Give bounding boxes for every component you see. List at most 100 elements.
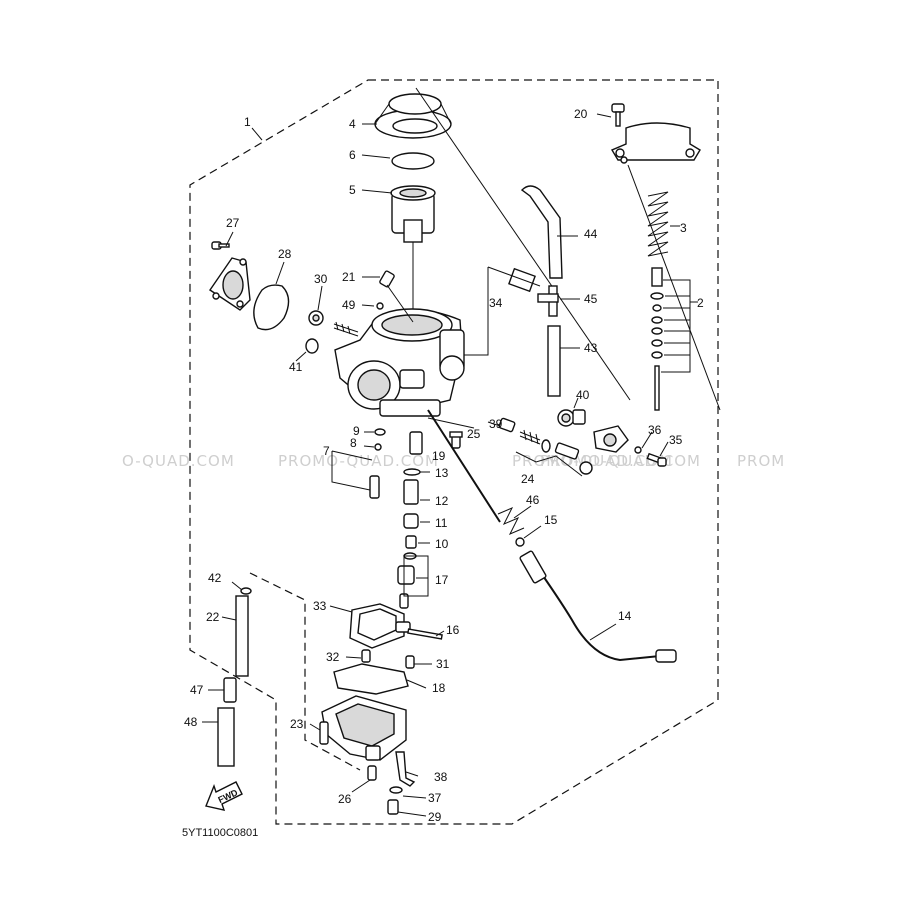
part-label-38: 38: [434, 770, 448, 784]
part-label-28: 28: [278, 247, 292, 261]
part-label-23: 23: [290, 717, 304, 731]
cover-36-part: [593, 425, 629, 453]
hose-22-part: [235, 595, 249, 677]
clip-38-part: [395, 751, 416, 787]
washer-15-part: [515, 537, 525, 547]
needle-part: [650, 267, 664, 411]
forward-arrow-icon: FWD: [205, 781, 243, 811]
float-33-part: [349, 603, 411, 649]
watermark-text-4: PROM: [737, 452, 785, 470]
part-label-36: 36: [648, 423, 662, 437]
part-label-34: 34: [489, 296, 503, 310]
screw-27-part: [211, 241, 230, 250]
cover-plate-part: [209, 257, 251, 311]
pilot-jet-25-part: [449, 431, 463, 449]
cap-41-part: [305, 338, 319, 354]
part-label-4: 4: [349, 117, 356, 131]
part-label-44: 44: [584, 227, 598, 241]
sub-assembly-boundary: [249, 572, 361, 771]
diagram-code: 5YT1100C0801: [182, 827, 258, 839]
screw-31-part: [405, 655, 415, 669]
part-label-42: 42: [208, 571, 222, 585]
part-label-48: 48: [184, 715, 198, 729]
part-label-45: 45: [584, 292, 598, 306]
watermark-text-0: O-QUAD.COM: [122, 452, 235, 470]
screw-21-part: [379, 270, 395, 288]
gasket-28-part: [253, 284, 290, 331]
watermark-row: O-QUAD.COM PROMO-QUAD.COM PROMO-QUAD.COM…: [122, 452, 785, 470]
assembly-boundary: [189, 79, 719, 825]
part-label-26: 26: [338, 792, 352, 806]
screw-32-part: [361, 649, 371, 663]
part-label-41: 41: [289, 360, 303, 374]
part-label-6: 6: [349, 148, 356, 162]
vent-hose-part: [520, 185, 563, 279]
diaphragm-part: [374, 93, 452, 139]
drain-screw-26-part: [367, 765, 377, 781]
idle-screw-24-part: [498, 417, 593, 475]
part-label-21: 21: [342, 270, 356, 284]
part-label-5: 5: [349, 183, 356, 197]
spring-46-part: [497, 507, 525, 535]
fitting-34-part: [508, 267, 536, 293]
part-label-24: 24: [521, 472, 535, 486]
screw-29-part: [387, 799, 399, 815]
gasket-18-part: [333, 663, 409, 695]
part-label-10: 10: [435, 537, 449, 551]
part-label-33: 33: [313, 599, 327, 613]
part-label-32: 32: [326, 650, 340, 664]
part-label-25: 25: [467, 427, 481, 441]
nut-30-part: [308, 310, 324, 326]
screw-7-part: [369, 475, 380, 499]
part-label-30: 30: [314, 272, 328, 286]
part-label-1: 1: [244, 115, 251, 129]
part-label-2: 2: [697, 296, 704, 310]
part-label-14: 14: [618, 609, 632, 623]
part-label-8: 8: [350, 436, 357, 450]
part-label-3: 3: [680, 221, 687, 235]
part-label-29: 29: [428, 810, 442, 824]
main-jet-11-part: [403, 513, 419, 529]
needle-jet-12-part: [403, 479, 419, 505]
part-label-7: 7: [323, 444, 330, 458]
part-label-19: 19: [432, 449, 446, 463]
part-label-43: 43: [584, 341, 598, 355]
part-label-27: 27: [226, 216, 240, 230]
washer-37-part: [389, 786, 403, 794]
part-label-22: 22: [206, 610, 220, 624]
piston-valve-part: [390, 185, 436, 243]
part-label-17: 17: [435, 573, 449, 587]
pin-16-part: [407, 628, 443, 640]
part-label-47: 47: [190, 683, 204, 697]
part-label-13: 13: [435, 466, 449, 480]
jet-19-part: [409, 431, 423, 455]
o-ring-13-part: [403, 468, 421, 476]
part-label-12: 12: [435, 494, 449, 508]
washer-8-part: [374, 443, 382, 451]
o-ring-part: [391, 152, 435, 170]
watermark-text-2: PROMO-QUAD.COM: [512, 452, 673, 470]
t-fitting-part: [537, 285, 559, 317]
carburetor-body: [334, 308, 465, 417]
screw-35-part: [646, 452, 667, 467]
plug-10-part: [405, 535, 417, 549]
part-label-35: 35: [669, 433, 683, 447]
valve-40-part: [557, 409, 586, 427]
part-label-39: 39: [489, 417, 503, 431]
part-label-31: 31: [436, 657, 450, 671]
watermark-text-1: PROMO-QUAD.COM: [278, 452, 439, 470]
part-label-20: 20: [574, 107, 588, 121]
float-bowl-part: [321, 695, 407, 761]
cable-adjuster-part: [519, 550, 677, 663]
clip-42-part: [240, 587, 252, 595]
part-label-15: 15: [544, 513, 558, 527]
part-label-40: 40: [576, 388, 590, 402]
o-ring-49-part: [376, 302, 384, 310]
spring-part: [647, 191, 669, 257]
hose-48-part: [217, 707, 235, 767]
part-labels: 1 2 3 4 5 6 7 8 9 10 11 12 13 14 15 16 1…: [184, 107, 704, 824]
fitting-47-part: [223, 677, 237, 703]
part-label-49: 49: [342, 298, 356, 312]
part-label-11: 11: [435, 516, 448, 530]
